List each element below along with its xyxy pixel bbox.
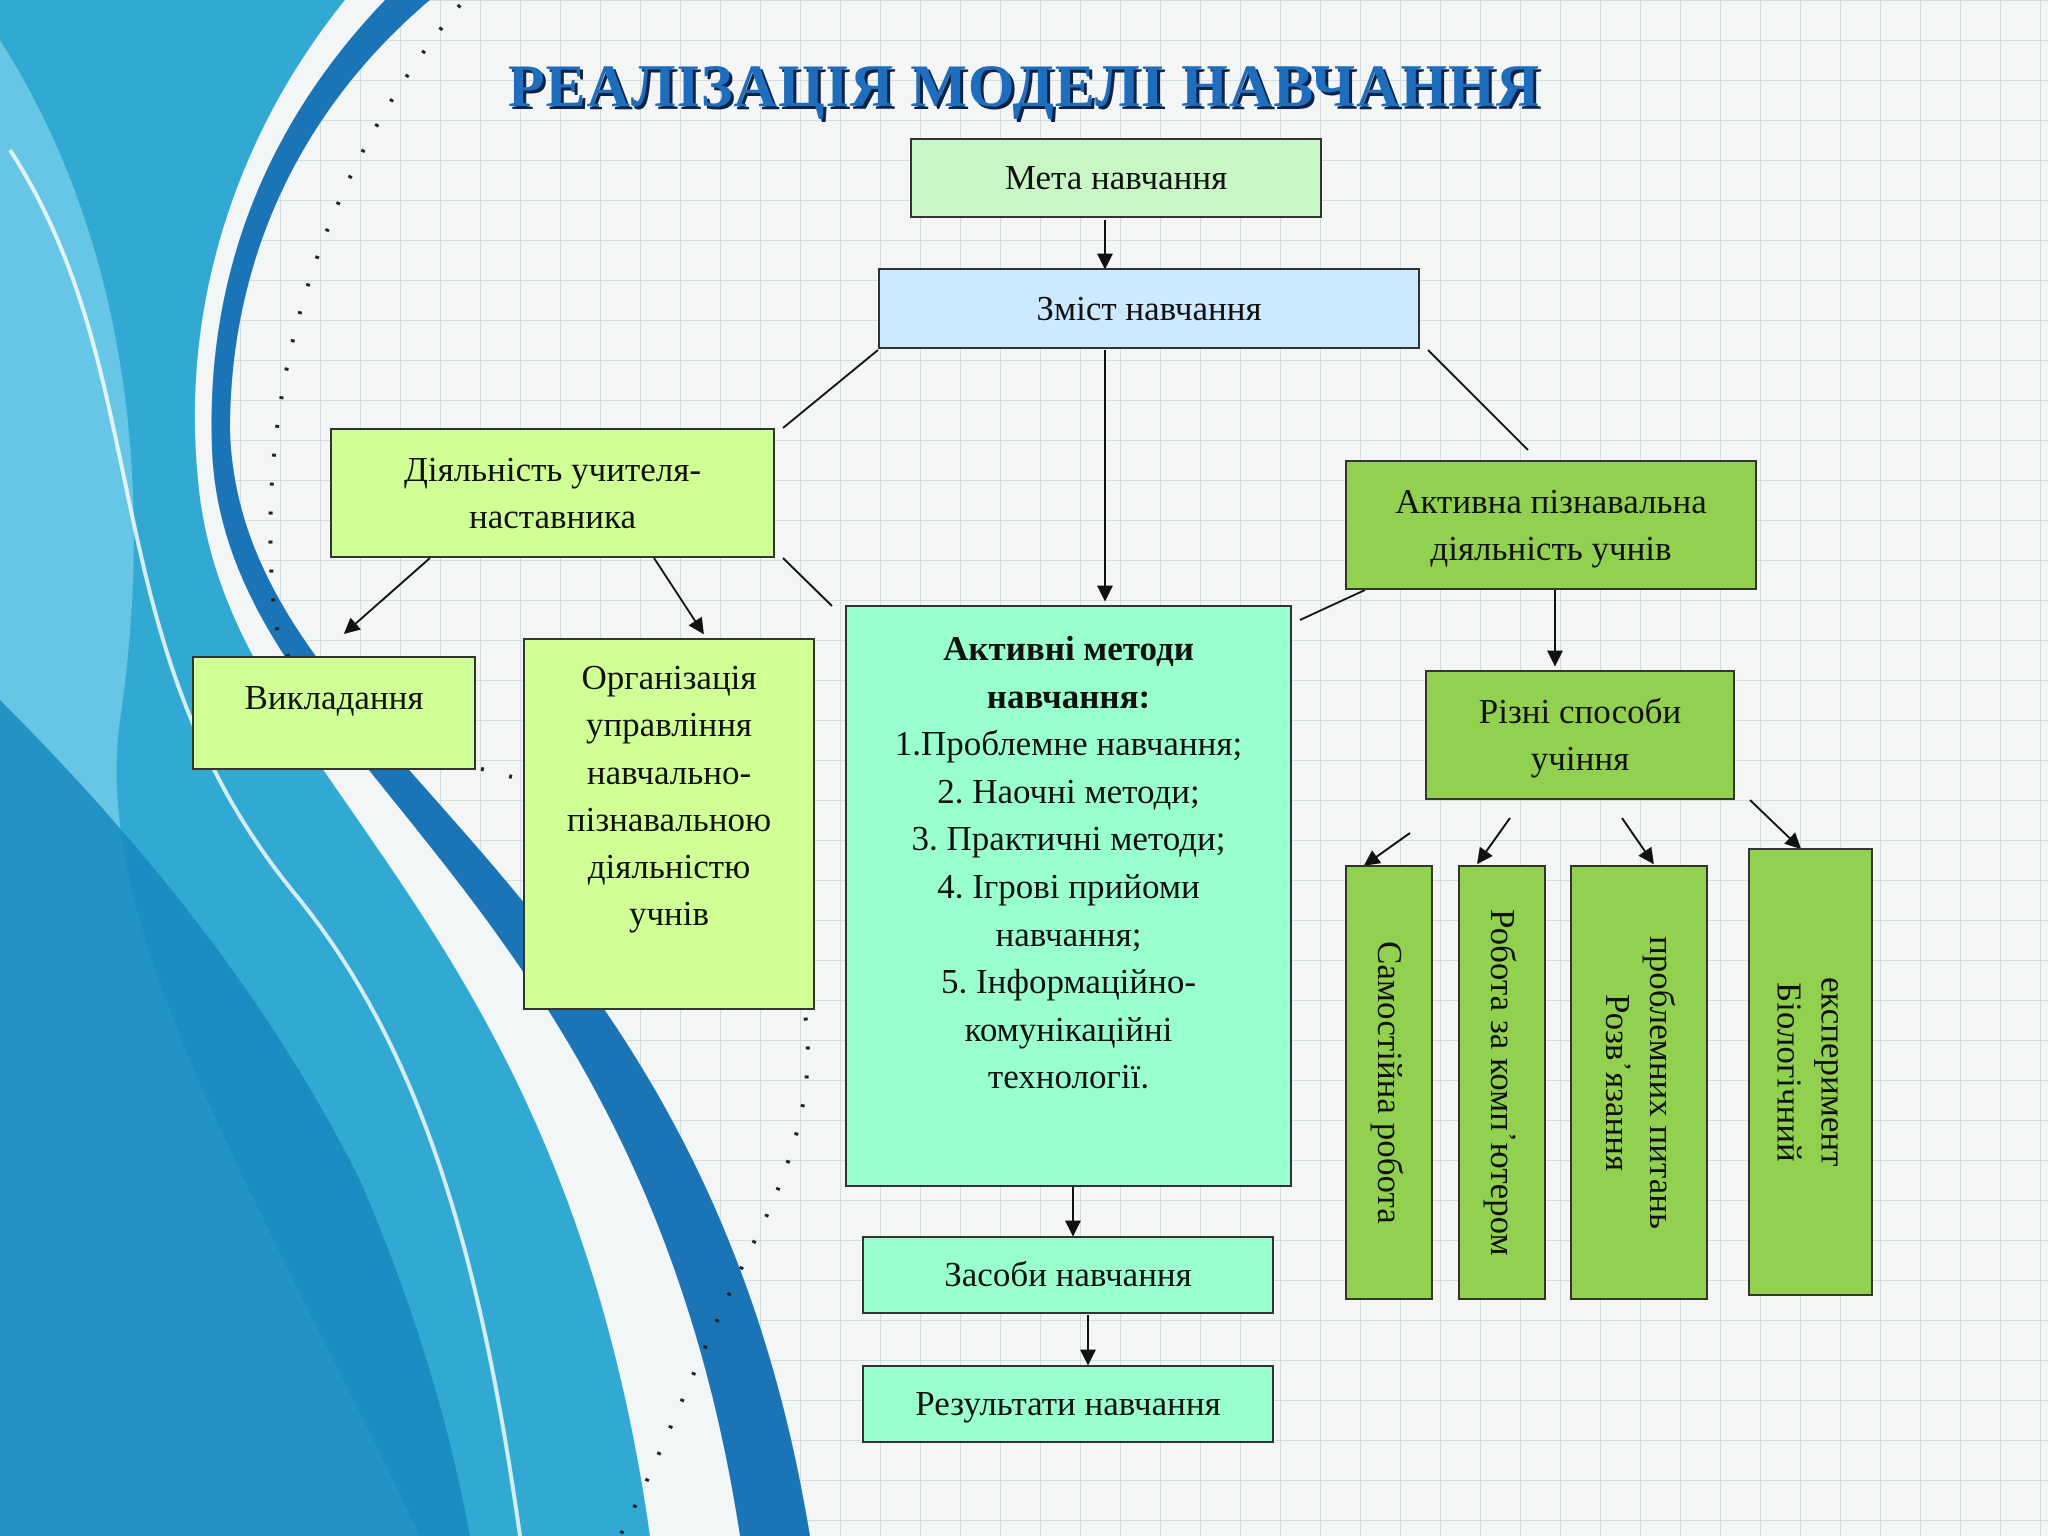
content-box: Зміст навчання xyxy=(878,268,1420,349)
ways-label-line1: Різні способи xyxy=(1478,691,1682,731)
computer-work-label: Робота за комп᾿ютером xyxy=(1482,909,1522,1256)
line-cognitive-methods xyxy=(1299,589,1366,621)
cognitive-label-line1: Активна пізнавальна xyxy=(1395,481,1707,521)
arrow-teacher-organization xyxy=(653,557,704,635)
independent-work-box: Самостійна робота xyxy=(1345,865,1433,1300)
arrow-ways-experiment xyxy=(1749,799,1802,850)
experiment-label-line2: експеримент xyxy=(1813,977,1853,1167)
independent-work-label: Самостійна робота xyxy=(1369,941,1409,1224)
organization-line1: Організація xyxy=(581,658,757,697)
teacher-label-line1: Діяльність учителя- xyxy=(403,449,701,489)
methods-item-5c: технології. xyxy=(987,1057,1150,1097)
ways-box: Різні способи учіння xyxy=(1425,670,1735,800)
organization-line3: навчально- xyxy=(586,752,752,792)
arrow-ways-problems xyxy=(1621,817,1654,865)
methods-item-3: 3. Практичні методи; xyxy=(911,819,1226,859)
goal-box: Мета навчання xyxy=(910,138,1322,218)
ways-label-line2: учіння xyxy=(1530,739,1630,778)
means-label: Засоби навчання xyxy=(944,1255,1192,1295)
arrow-teacher-teaching xyxy=(343,557,431,635)
means-box: Засоби навчання xyxy=(862,1236,1274,1314)
teaching-box: Викладання xyxy=(192,656,476,770)
arrow-ways-computer xyxy=(1477,817,1511,865)
organization-box: Організація управління навчально- пізнав… xyxy=(523,638,815,1010)
page-title: РЕАЛІЗАЦІЯ МОДЕЛІ НАВЧАННЯ xyxy=(507,53,1541,119)
computer-work-box: Робота за комп᾿ютером xyxy=(1458,865,1546,1300)
methods-item-2: 2. Наочні методи; xyxy=(937,771,1200,811)
arrow-ways-independent xyxy=(1363,832,1411,866)
methods-title-line1: Активні методи xyxy=(943,629,1194,668)
experiment-box: Біологічний експеримент xyxy=(1748,848,1873,1296)
organization-line4: пізнавальною xyxy=(566,799,772,839)
methods-item-4b: навчання; xyxy=(995,914,1142,954)
teacher-label-line2: наставника xyxy=(468,497,637,536)
results-label: Результати навчання xyxy=(915,1384,1221,1424)
line-content-cognitive xyxy=(1427,349,1529,451)
line-content-teacher xyxy=(782,349,879,429)
wave-deep xyxy=(0,700,470,1536)
problem-solving-label-line1: Розв᾿язання xyxy=(1598,993,1637,1172)
methods-box: Активні методи навчання: 1.Проблемне нав… xyxy=(845,605,1292,1187)
content-label: Зміст навчання xyxy=(1036,288,1262,328)
organization-line5: діяльністю xyxy=(587,847,751,886)
wave-highlight-line xyxy=(8,148,522,1536)
problem-solving-label-line2: проблемних питань xyxy=(1641,936,1681,1229)
organization-line6: учнів xyxy=(628,894,710,934)
teacher-box: Діяльність учителя- наставника xyxy=(330,428,775,558)
methods-item-4a: 4. Ігрові прийоми xyxy=(937,866,1200,906)
organization-line2: управління xyxy=(585,705,753,745)
cognitive-label-line2: діяльність учнів xyxy=(1430,529,1672,568)
goal-label: Мета навчання xyxy=(1004,158,1228,198)
methods-item-5b: комунікаційні xyxy=(964,1009,1173,1049)
experiment-label-line1: Біологічний xyxy=(1769,982,1809,1162)
methods-item-5a: 5. Інформаційно- xyxy=(940,962,1197,1002)
methods-title-line2: навчання: xyxy=(986,676,1151,716)
problem-solving-box: Розв᾿язання проблемних питань xyxy=(1570,865,1708,1300)
cognitive-box: Активна пізнавальна діяльність учнів xyxy=(1345,460,1757,590)
teaching-label: Викладання xyxy=(244,678,424,717)
results-box: Результати навчання xyxy=(862,1365,1274,1443)
line-teacher-methods xyxy=(782,557,833,607)
methods-item-1: 1.Проблемне навчання; xyxy=(894,724,1243,764)
